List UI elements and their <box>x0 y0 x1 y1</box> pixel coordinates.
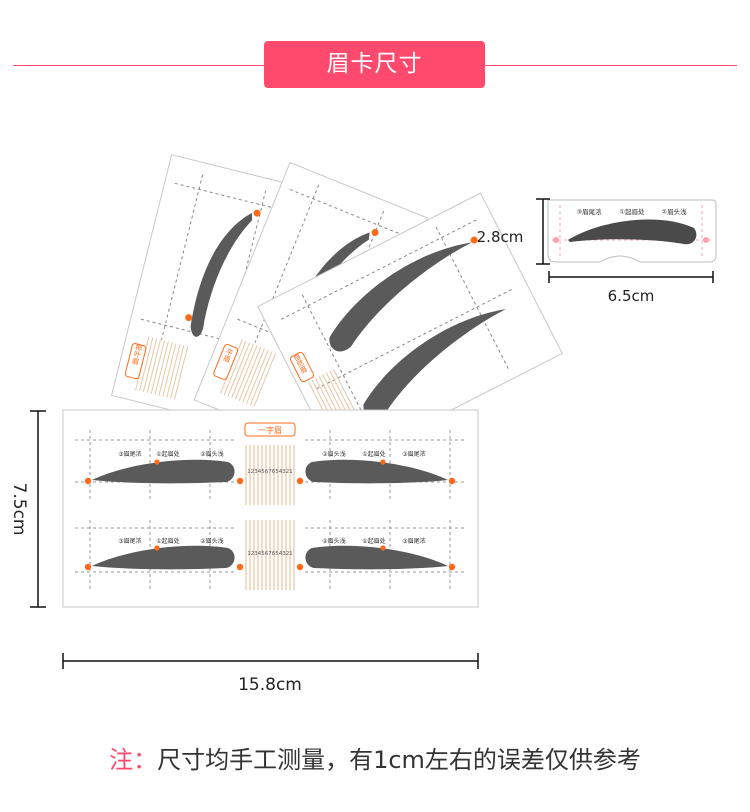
dimension-small-width <box>548 271 714 283</box>
main-card-height-label: 7.5cm <box>9 483 29 536</box>
small-card-width-label: 6.5cm <box>608 287 655 305</box>
guide-label: ③眉尾浓 <box>402 450 425 458</box>
guide-label: ③眉尾浓 <box>402 537 425 545</box>
guide-label: ②眉头浅 <box>322 450 345 458</box>
guide-label: ①起眉处 <box>362 450 385 458</box>
guide-label: ②眉头浅 <box>200 450 223 458</box>
footer-note-prefix: 注： <box>109 746 158 774</box>
small-card-label: ①起眉处 <box>619 207 645 216</box>
guide-label: ②眉头浅 <box>322 537 345 545</box>
page-title: 眉卡尺寸 <box>264 41 485 88</box>
ruler-scale-top: 1234567654321 <box>247 469 293 475</box>
small-card-label: ②眉头浅 <box>661 207 687 216</box>
guide-label: ①起眉处 <box>362 537 385 545</box>
footer-note-text: 尺寸均手工测量，有1cm左右的误差仅供参考 <box>157 746 641 774</box>
dimension-main-height <box>30 410 46 608</box>
eyebrow-card-back-3: 自然眉 <box>257 192 563 468</box>
main-card-tag: 一字眉 <box>258 425 282 435</box>
dimension-main-width <box>62 653 479 669</box>
small-card-height-label: 2.8cm <box>477 228 524 246</box>
guide-label: ①起眉处 <box>156 537 179 545</box>
guide-label: ③眉尾浓 <box>118 537 141 545</box>
main-card-width-label: 15.8cm <box>238 675 302 695</box>
footer-note: 注：尺寸均手工测量，有1cm左右的误差仅供参考 <box>0 742 750 778</box>
guide-label: ①起眉处 <box>156 450 179 458</box>
eyebrow-card-small: ③眉尾浓 ①起眉处 ②眉头浅 <box>547 199 717 263</box>
eyebrow-card-main: ③眉尾浓 ①起眉处 ②眉头浅 ②眉头浅 ①起眉处 ③眉尾浓 ③眉尾浓 ①起眉处 … <box>62 409 479 608</box>
guide-label: ②眉头浅 <box>200 537 223 545</box>
dimension-small-height <box>536 198 550 265</box>
small-card-label: ③眉尾浓 <box>576 207 602 216</box>
guide-label: ③眉尾浓 <box>118 450 141 458</box>
header-rule-right <box>485 65 737 66</box>
header-rule-left <box>13 65 264 66</box>
ruler-scale-bottom: 1234567654321 <box>247 551 293 557</box>
